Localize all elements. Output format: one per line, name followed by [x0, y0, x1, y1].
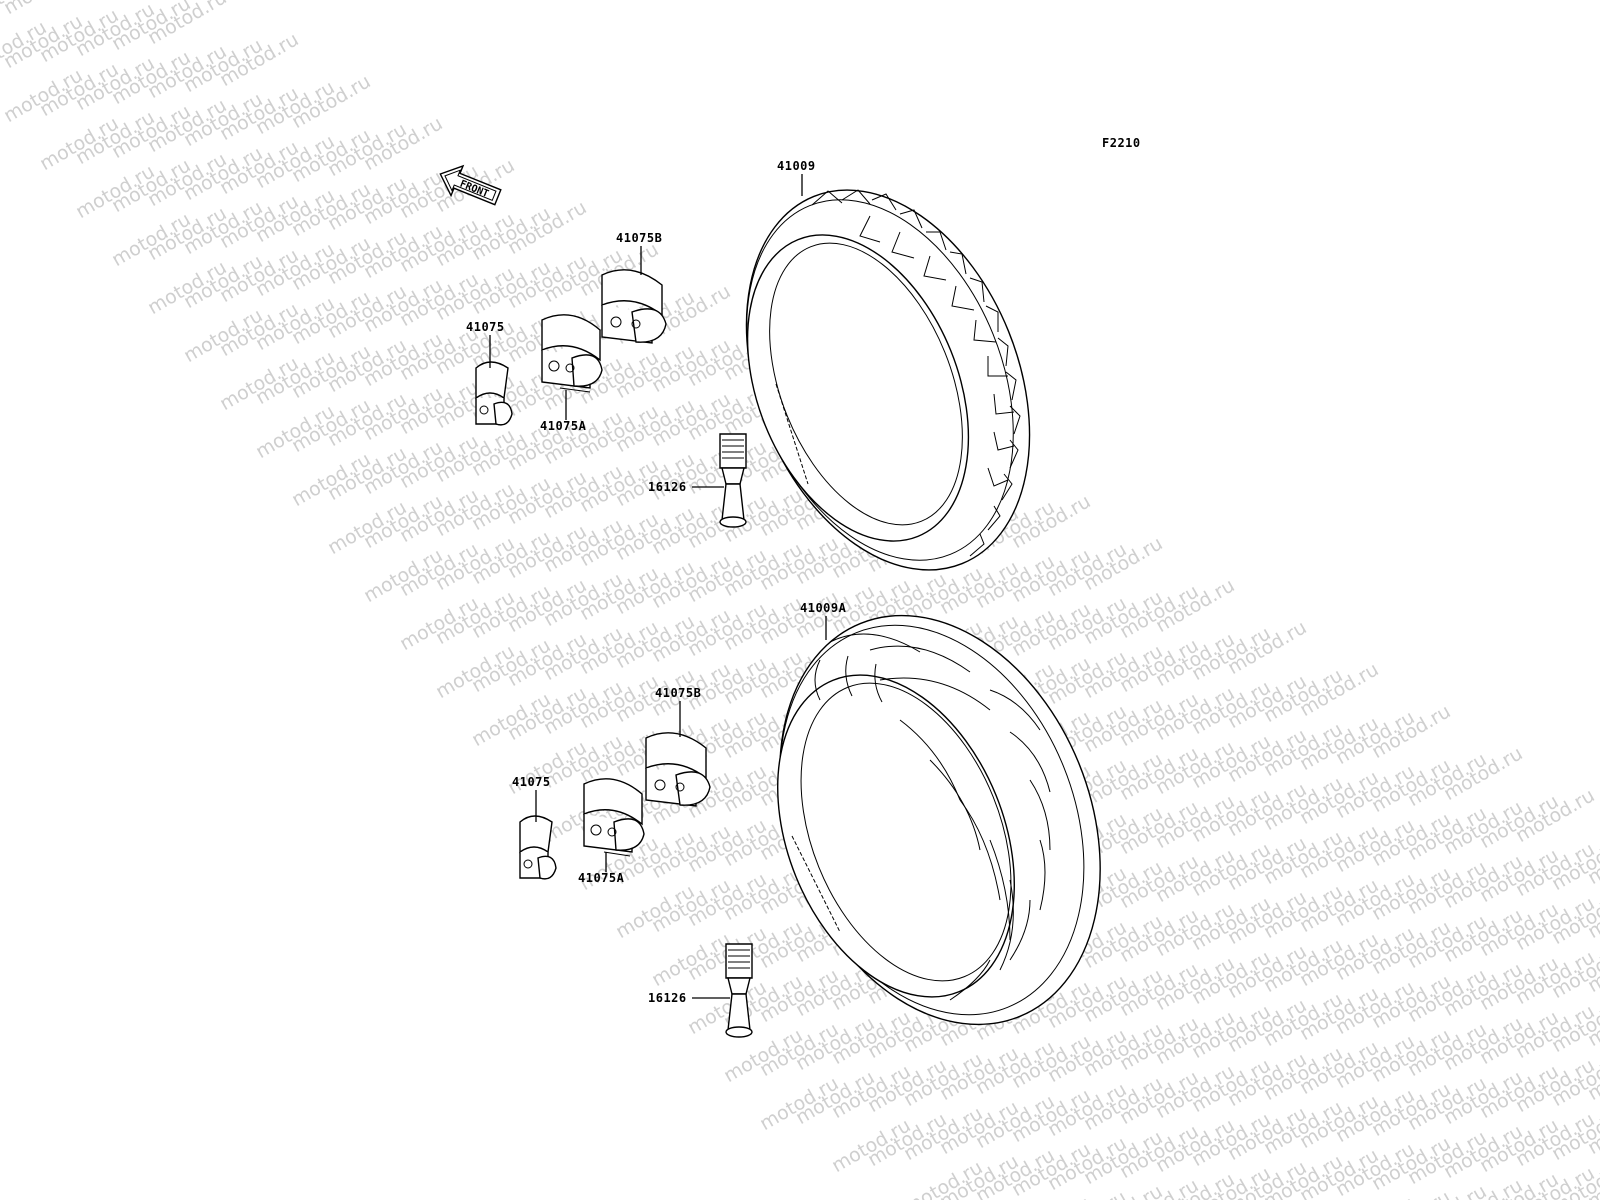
rear-weight-b-part-label: 41075B — [655, 686, 701, 700]
front-weight-part-label: 41075 — [466, 320, 505, 334]
rear-balance-weight-b — [645, 732, 711, 807]
rear-valve-part-label: 16126 — [648, 991, 687, 1005]
front-tire-part-label: 41009 — [777, 159, 816, 173]
rear-valve-stem — [725, 943, 753, 1038]
front-direction-arrow: FRONT — [439, 164, 502, 206]
rear-weight-part-label: 41075 — [512, 775, 551, 789]
front-balance-weight — [475, 361, 513, 426]
front-weight-b-part-label: 41075B — [616, 231, 662, 245]
front-balance-weight-a — [541, 314, 603, 393]
diagram-code: F2210 — [1102, 136, 1141, 150]
front-balance-weight-b — [601, 269, 667, 344]
rear-balance-weight — [519, 815, 557, 880]
front-tire-brand-mark — [775, 383, 809, 485]
front-tire — [745, 189, 1031, 571]
rear-balance-weight-a — [583, 778, 645, 857]
rear-tire — [777, 614, 1101, 1026]
rear-tire-part-label: 41009A — [800, 601, 847, 615]
front-valve-stem — [719, 433, 747, 528]
front-valve-part-label: 16126 — [648, 480, 687, 494]
rear-weight-a-part-label: 41075A — [578, 871, 625, 885]
front-weight-a-part-label: 41075A — [540, 419, 587, 433]
